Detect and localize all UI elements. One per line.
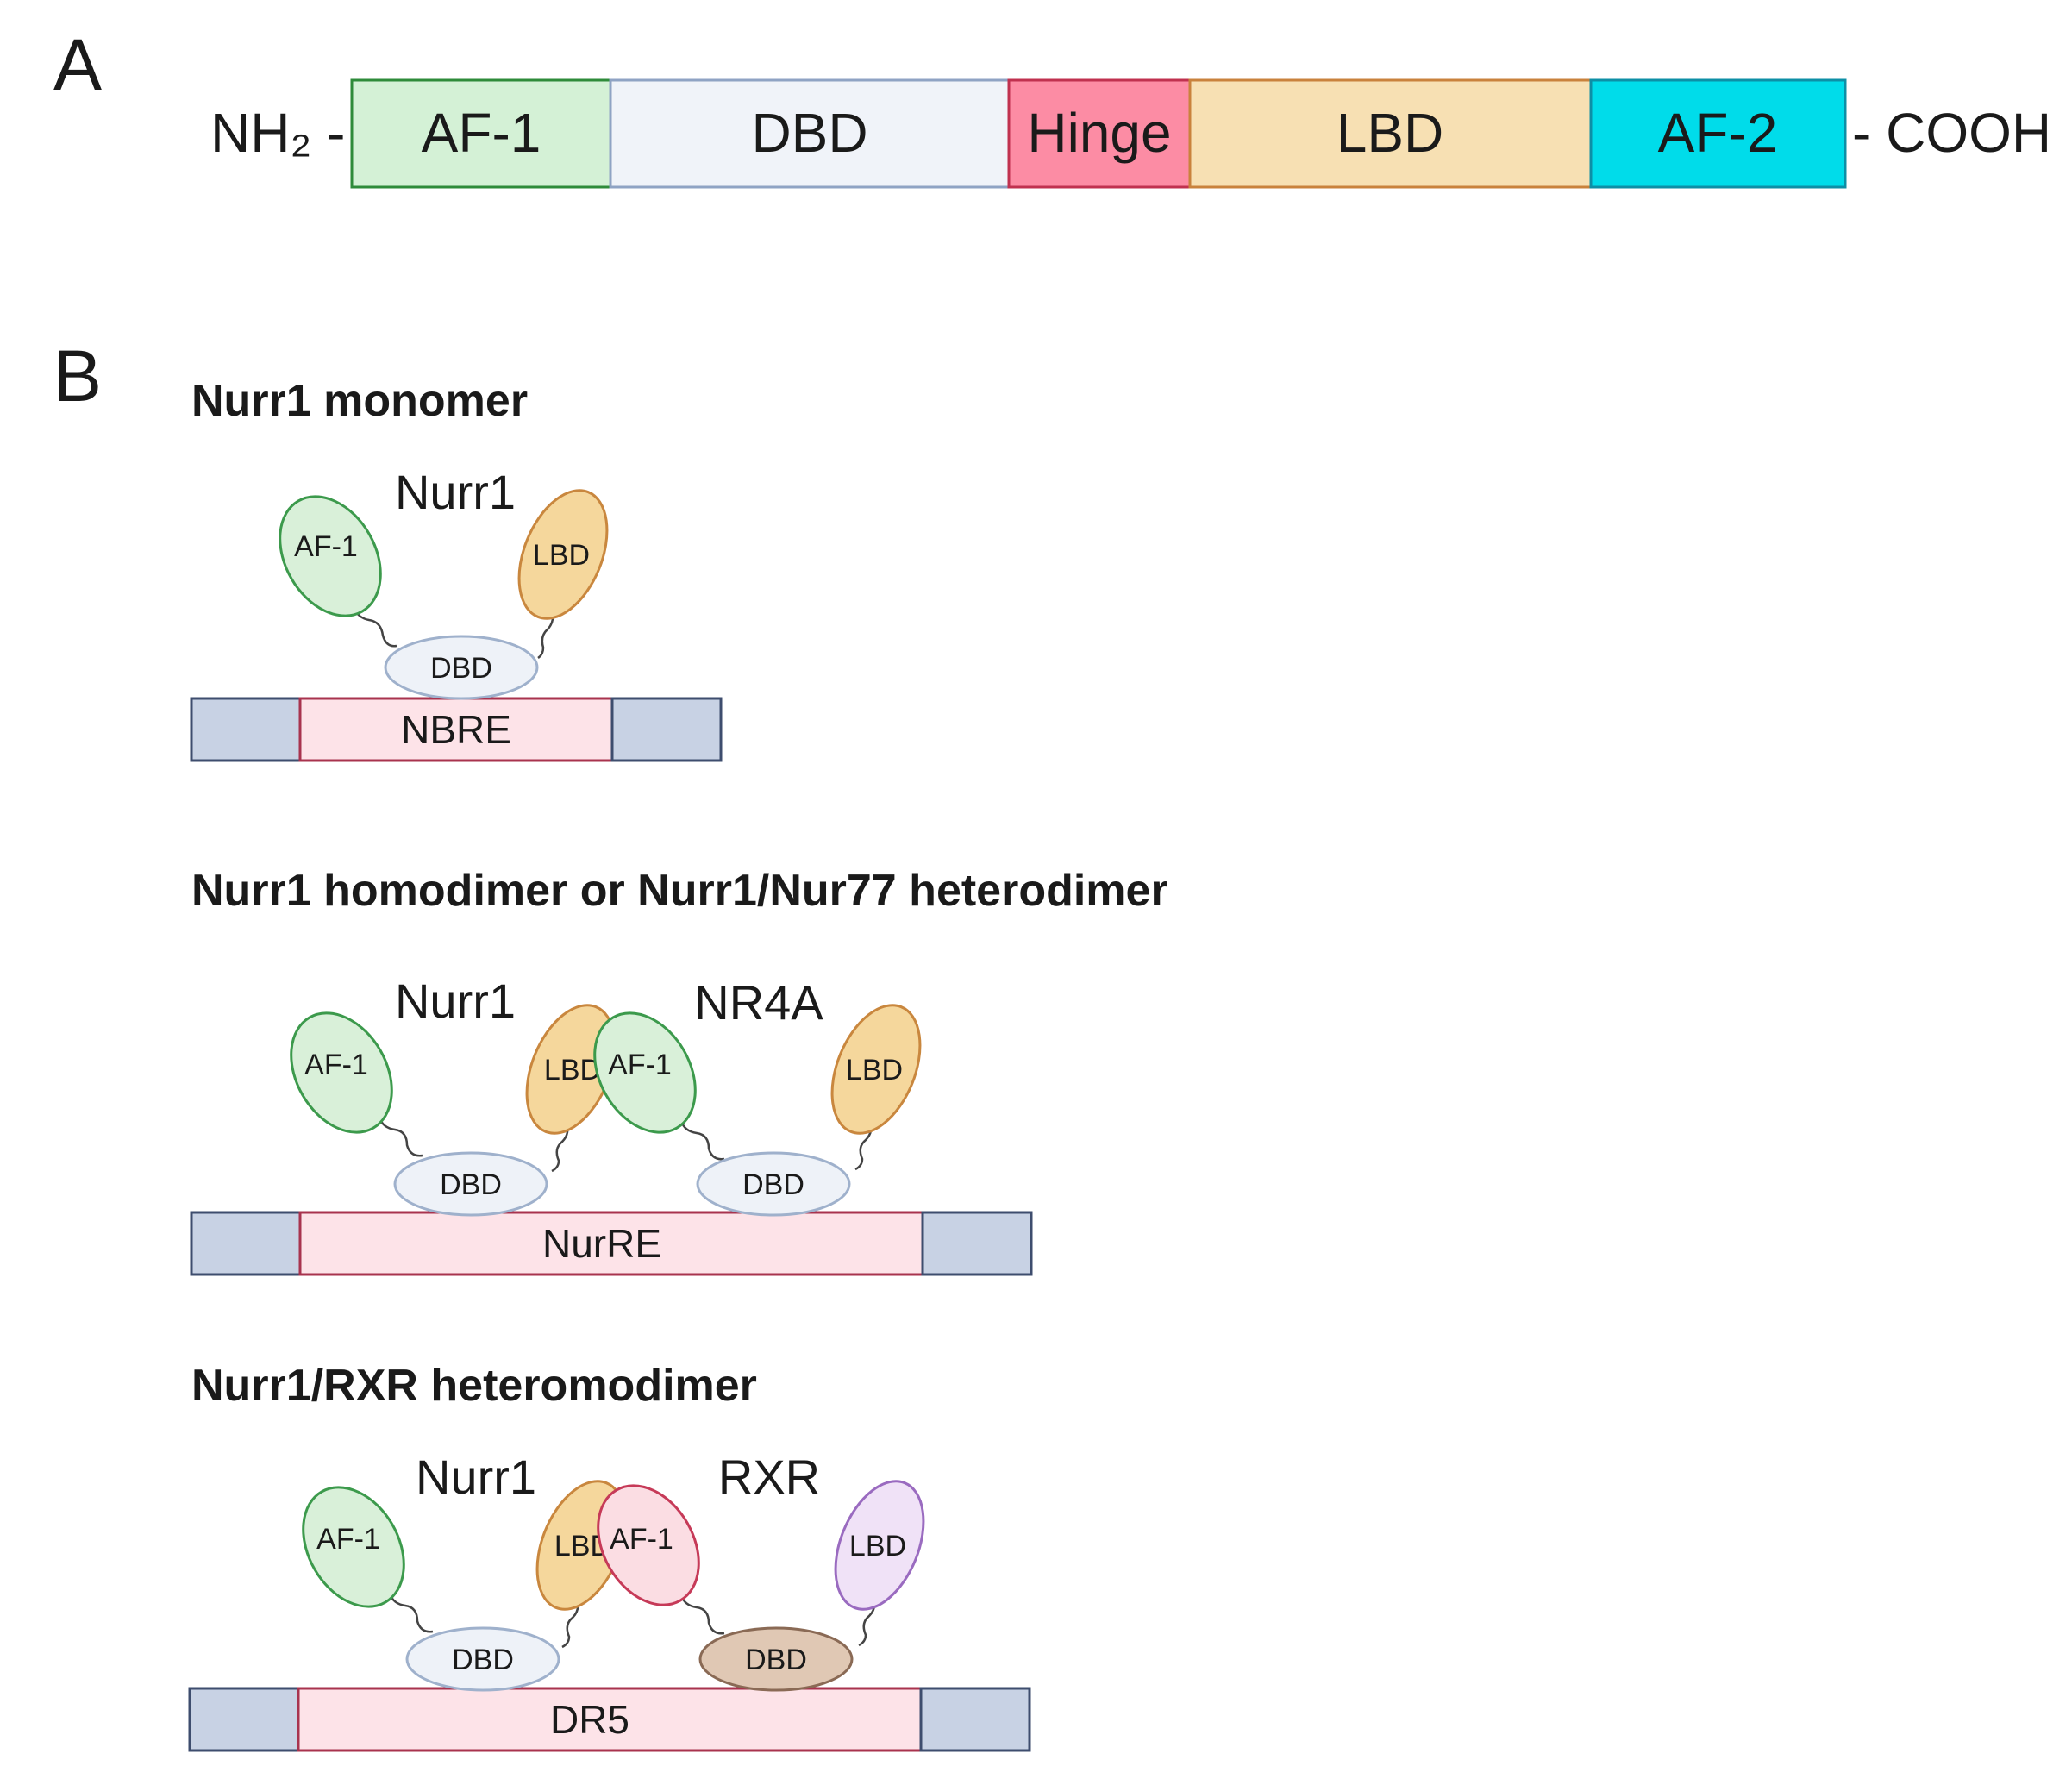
linker-af1-dbd — [679, 1594, 725, 1635]
domain-af2-label: AF-2 — [1658, 102, 1778, 164]
protein-nr4a: NR4A AF-1 LBD DBD — [593, 975, 922, 1217]
response-element-box — [298, 697, 614, 762]
lbd-label: LBD — [544, 1054, 601, 1087]
domain-dbd-label: DBD — [751, 102, 867, 164]
lbd-ellipse — [517, 489, 609, 620]
dbd-ellipse — [405, 1626, 560, 1692]
dbd-label: DBD — [430, 652, 492, 685]
linker-af1-dbd — [679, 1120, 725, 1161]
protein-nurr1-monomer: Nurr1 AF-1 LBD DBD — [279, 465, 609, 700]
domain-af2: AF-2 — [1589, 78, 1847, 189]
rxr-dbd-ellipse — [698, 1626, 854, 1692]
rxr-lbd-ellipse — [834, 1480, 925, 1611]
domain-af1-label: AF-1 — [422, 102, 541, 164]
dna-flank-left — [190, 1211, 302, 1276]
af1-ellipse — [290, 1012, 393, 1134]
dbd-ellipse — [393, 1151, 548, 1217]
dna-flank-right — [610, 697, 723, 762]
dbd-label: DBD — [452, 1644, 514, 1676]
protein-name: Nurr1 — [395, 974, 516, 1028]
dna-flank-right — [921, 1211, 1033, 1276]
af1-label: AF-1 — [316, 1523, 380, 1556]
domain-lbd-label: LBD — [1336, 102, 1444, 164]
dna-dr5: DR5 — [188, 1687, 1031, 1752]
af1-ellipse — [302, 1486, 405, 1608]
section-title-monomer: Nurr1 monomer — [191, 376, 528, 426]
dbd-ellipse — [696, 1151, 851, 1217]
c-terminus-label: - COOH — [1852, 102, 2051, 164]
dbd-label: DBD — [440, 1168, 502, 1201]
domain-af1: AF-1 — [350, 78, 612, 189]
protein-rxr: RXR AF-1 LBD DBD — [597, 1450, 925, 1692]
linker-lbd-dbd — [551, 1120, 569, 1173]
domain-dbd: DBD — [609, 78, 1011, 189]
af1-label: AF-1 — [294, 530, 358, 563]
protein-name: Nurr1 — [395, 465, 516, 519]
panel-a-letter: A — [53, 24, 102, 105]
domain-hinge-label: Hinge — [1027, 102, 1171, 164]
dna-flank-left — [190, 697, 302, 762]
rxr-af1-ellipse — [597, 1484, 700, 1606]
af1-label: AF-1 — [610, 1523, 673, 1556]
dna-flank-left — [188, 1687, 300, 1752]
linker-af1-dbd — [378, 1117, 423, 1157]
section-title-homodimer: Nurr1 homodimer or Nurr1/Nur77 heterodim… — [191, 866, 1168, 916]
dna-nbre: NBRE — [190, 697, 723, 762]
linker-af1-dbd — [388, 1593, 434, 1633]
panel-b-letter: B — [53, 335, 102, 416]
linker-af1-dbd — [352, 607, 397, 648]
domain-lbd: LBD — [1188, 78, 1593, 189]
af1-label: AF-1 — [304, 1049, 368, 1081]
protein-name: RXR — [718, 1450, 820, 1504]
protein-name: NR4A — [694, 975, 823, 1030]
dna-nurre: NurRE — [190, 1211, 1033, 1276]
section-title-rxr: Nurr1/RXR heteromodimer — [191, 1361, 757, 1411]
response-element-label: NurRE — [542, 1221, 661, 1266]
protein-nurr1-dimer: Nurr1 AF-1 LBD DBD — [290, 974, 617, 1217]
response-element-label: NBRE — [401, 707, 511, 752]
response-element-box — [298, 1211, 924, 1276]
linker-lbd-dbd — [561, 1596, 579, 1649]
response-element-label: DR5 — [550, 1697, 629, 1742]
dbd-label: DBD — [745, 1644, 807, 1676]
lbd-label: LBD — [533, 539, 590, 572]
lbd-ellipse — [830, 1004, 922, 1135]
af1-label: AF-1 — [608, 1049, 672, 1081]
n-terminus-label: NH₂ - — [210, 102, 345, 164]
protein-nurr1-rxr-partner: Nurr1 AF-1 LBD DBD — [302, 1450, 627, 1692]
dbd-ellipse — [384, 635, 539, 700]
dna-flank-right — [919, 1687, 1031, 1752]
af1-ellipse — [279, 495, 382, 617]
protein-name: Nurr1 — [416, 1450, 536, 1504]
lbd-label: LBD — [849, 1530, 906, 1563]
af1-ellipse — [593, 1012, 697, 1134]
lbd-label: LBD — [846, 1054, 903, 1087]
dbd-label: DBD — [742, 1168, 804, 1201]
domain-hinge: Hinge — [1007, 78, 1192, 189]
